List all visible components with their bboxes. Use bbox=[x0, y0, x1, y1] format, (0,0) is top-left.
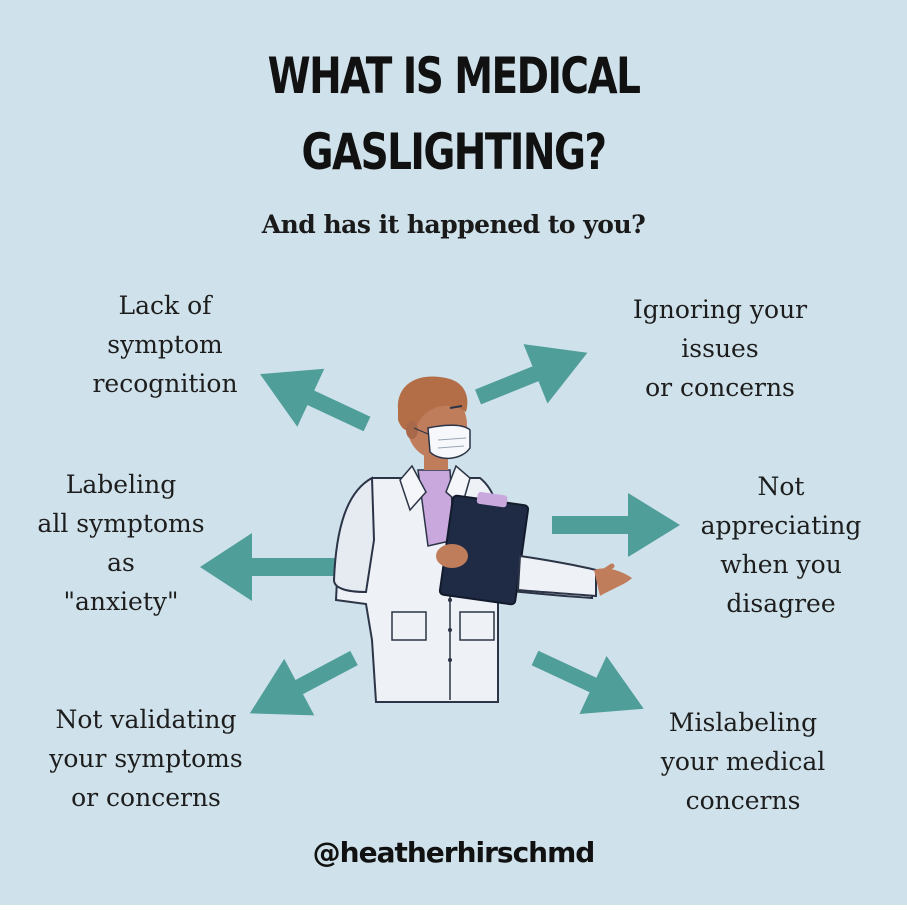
label-line: when you bbox=[720, 550, 842, 579]
label-line: your medical bbox=[660, 747, 826, 776]
label-line: or concerns bbox=[645, 373, 795, 402]
label-line: appreciating bbox=[700, 511, 862, 540]
label-line: recognition bbox=[92, 369, 238, 398]
arrow-bottom-left-icon bbox=[249, 650, 358, 716]
label-labeling-anxiety: Labeling all symptoms as "anxiety" bbox=[10, 465, 232, 621]
arrow-middle-left-icon bbox=[200, 533, 340, 601]
title-line-2: GASLIGHTING? bbox=[301, 123, 608, 181]
label-line: or concerns bbox=[71, 783, 221, 812]
arrow-top-left-icon bbox=[260, 368, 371, 432]
label-lack-of-symptom-recognition: Lack of symptom recognition bbox=[60, 286, 270, 403]
bottom-border bbox=[0, 905, 907, 911]
author-handle: @heatherhirschmd bbox=[312, 836, 596, 869]
arrow-top-right-icon bbox=[475, 344, 588, 405]
label-line: Ignoring your bbox=[632, 295, 808, 324]
label-ignoring-issues: Ignoring your issues or concerns bbox=[610, 290, 830, 407]
label-line: concerns bbox=[685, 786, 801, 815]
label-line: symptom bbox=[107, 330, 223, 359]
label-not-appreciating-disagreement: Not appreciating when you disagree bbox=[672, 467, 890, 623]
label-mislabeling: Mislabeling your medical concerns bbox=[630, 703, 856, 820]
title-line-1: WHAT IS MEDICAL bbox=[267, 47, 641, 105]
label-line: as bbox=[107, 548, 135, 577]
arrow-bottom-right-icon bbox=[531, 650, 644, 715]
arrows bbox=[200, 344, 680, 716]
label-line: your symptoms bbox=[49, 744, 243, 773]
label-line: Mislabeling bbox=[668, 708, 818, 737]
doctor-illustration-icon bbox=[332, 376, 632, 703]
label-line: all symptoms bbox=[37, 509, 205, 538]
label-line: "anxiety" bbox=[63, 587, 179, 616]
label-not-validating: Not validating your symptoms or concerns bbox=[30, 700, 262, 817]
label-line: disagree bbox=[726, 589, 836, 618]
label-line: Not validating bbox=[55, 705, 237, 734]
label-line: Lack of bbox=[118, 291, 212, 320]
label-line: Not bbox=[757, 472, 805, 501]
arrow-middle-right-icon bbox=[552, 493, 680, 557]
label-line: issues bbox=[681, 334, 759, 363]
label-line: Labeling bbox=[65, 470, 177, 499]
subtitle: And has it happened to you? bbox=[261, 210, 646, 239]
